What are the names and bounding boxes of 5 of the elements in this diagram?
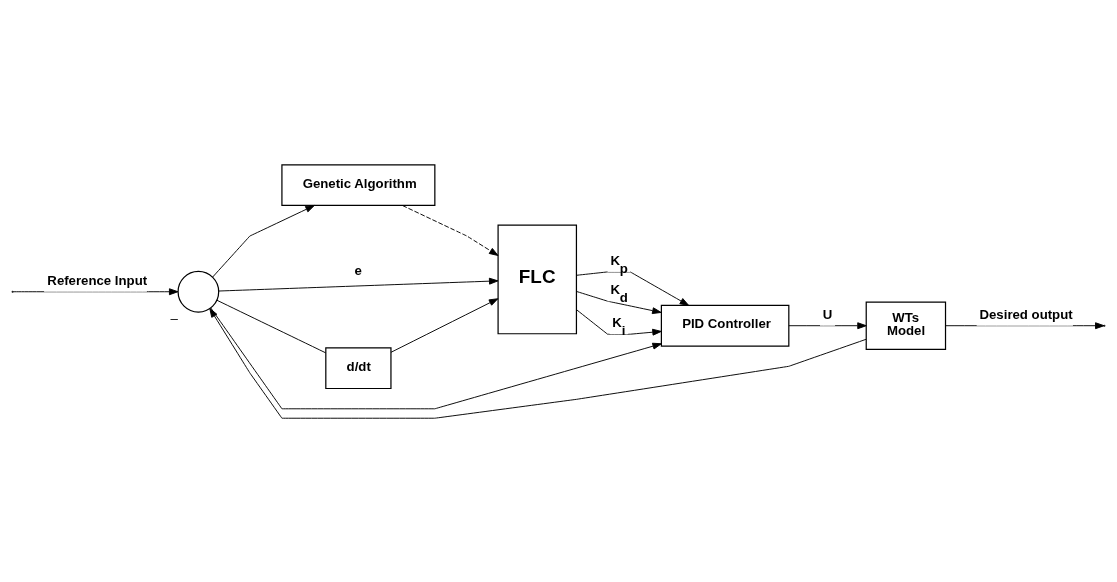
edge-label: e xyxy=(354,262,362,278)
edge-label: Desired output xyxy=(979,306,1073,322)
edge-label: Reference Input xyxy=(47,272,148,288)
edge-label: U xyxy=(822,306,833,322)
node-label: – xyxy=(170,310,178,326)
